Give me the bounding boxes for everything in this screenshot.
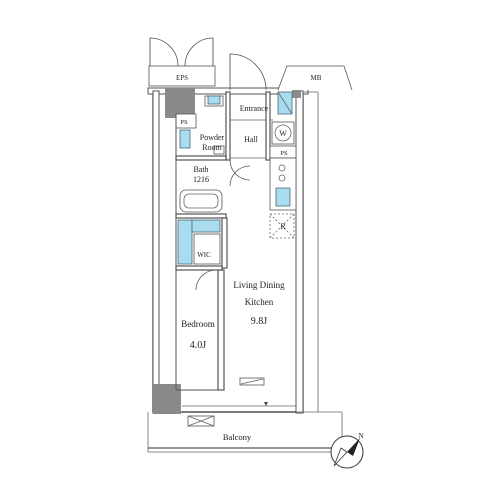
bedroom-label: Bedroom	[181, 319, 215, 329]
eps-label: EPS	[176, 74, 188, 82]
powder-fixtures	[179, 95, 225, 155]
ldk-size: 9.8J	[251, 316, 268, 327]
shoe-cabinet	[277, 91, 293, 115]
entrance-label: Entrance	[240, 104, 269, 113]
column-top-left	[165, 88, 195, 118]
mb-area: MB	[277, 65, 353, 91]
kitchen-counter	[269, 157, 297, 239]
column-bottom-left	[153, 384, 181, 414]
ps-left-label: PS	[180, 119, 188, 126]
fridge-label: R	[280, 222, 286, 231]
compass-icon: N	[330, 432, 364, 469]
powder-label-1: Powder	[200, 133, 225, 142]
hall-label: Hall	[244, 135, 259, 144]
ldk-label-1: Living Dining	[233, 280, 285, 290]
compass-north-label: N	[358, 432, 363, 440]
washbasin-icon	[179, 129, 191, 149]
bath-tub	[179, 189, 223, 213]
wic-label: WIC	[197, 251, 211, 259]
ldk-label-2: Kitchen	[245, 297, 274, 307]
washer-label: W	[279, 129, 287, 138]
washer-area	[271, 121, 295, 145]
mb-label: MB	[311, 74, 322, 82]
sink-icon	[275, 187, 291, 207]
balcony-label: Balcony	[223, 432, 252, 442]
bath-label-1: Bath	[193, 165, 208, 174]
eps-area: EPS	[148, 37, 216, 87]
fridge-space	[269, 213, 295, 239]
bath-label-2: 1216	[193, 175, 209, 184]
balcony-area	[147, 402, 343, 453]
bedroom-size: 4.0J	[190, 340, 207, 351]
bedroom-door	[195, 269, 217, 291]
powder-label-2: Room	[202, 143, 222, 152]
ps-right-label: PS	[280, 150, 288, 157]
wic-shelving	[177, 219, 221, 265]
hall-door	[229, 159, 251, 181]
interior-walls	[175, 91, 297, 391]
entrance-door	[229, 53, 267, 91]
